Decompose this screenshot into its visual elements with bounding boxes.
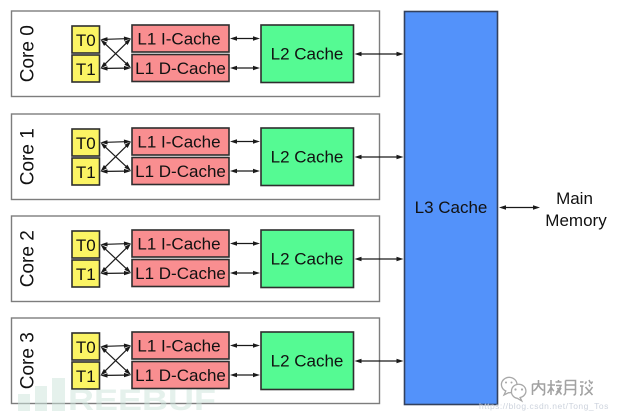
svg-text:Main: Main [556,189,593,208]
svg-text:Core 1: Core 1 [18,128,39,185]
svg-text:T0: T0 [76,236,96,255]
svg-text:L2 Cache: L2 Cache [271,250,344,269]
svg-text:T0: T0 [76,134,96,153]
svg-text:L1 D-Cache: L1 D-Cache [135,366,226,385]
svg-text:T1: T1 [76,163,96,182]
svg-text:https://blog.csdn.net/Tong_Tos: https://blog.csdn.net/Tong_Tos [479,401,609,411]
svg-text:T1: T1 [76,265,96,284]
svg-text:L1 D-Cache: L1 D-Cache [135,264,226,283]
svg-text:Core 3: Core 3 [18,332,39,389]
svg-text:T0: T0 [76,31,96,50]
svg-text:L1 D-Cache: L1 D-Cache [135,59,226,78]
svg-text:L1 I-Cache: L1 I-Cache [137,337,220,356]
svg-text:Core 0: Core 0 [18,25,39,82]
svg-text:L3 Cache: L3 Cache [415,198,488,217]
svg-text:REEBUF: REEBUF [68,384,216,417]
svg-text:T1: T1 [76,60,96,79]
svg-text:L1 I-Cache: L1 I-Cache [137,133,220,152]
svg-text:L2 Cache: L2 Cache [271,148,344,167]
svg-text:L2 Cache: L2 Cache [271,352,344,371]
svg-text:L1 I-Cache: L1 I-Cache [137,235,220,254]
svg-text:L1 D-Cache: L1 D-Cache [135,162,226,181]
svg-text:T0: T0 [76,338,96,357]
svg-text:T1: T1 [76,367,96,386]
svg-text:L2 Cache: L2 Cache [271,45,344,64]
svg-text:L1 I-Cache: L1 I-Cache [137,30,220,49]
svg-text:Memory: Memory [545,211,607,230]
svg-text:Core 2: Core 2 [18,230,39,287]
